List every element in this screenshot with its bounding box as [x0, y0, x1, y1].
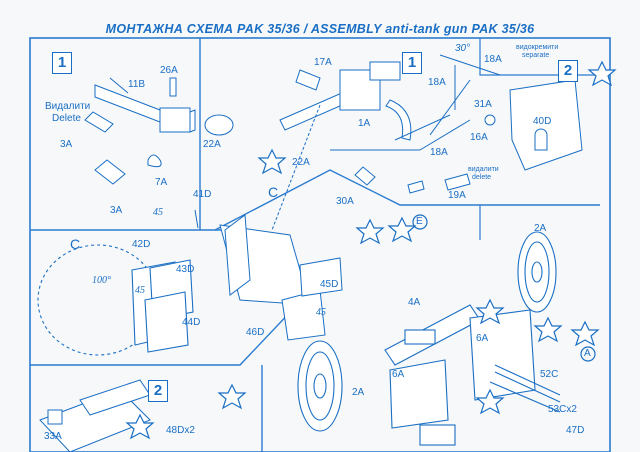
part-label: 2A [352, 387, 365, 398]
part-label: 18A [484, 54, 502, 65]
step-badge-e: E [416, 216, 423, 227]
part-label: 47D [566, 425, 585, 436]
part-label: 18A [428, 77, 446, 88]
angle-label: 45 [135, 285, 145, 296]
part-label: 4A [408, 297, 421, 308]
separate-label-en: separate [522, 52, 550, 59]
remove-label-ua: Видалити [45, 101, 91, 112]
step-box: 1 [52, 52, 72, 74]
remove-label-en: delete [472, 174, 492, 181]
step-box: 2 [558, 60, 578, 82]
detail-c-label: C [70, 236, 81, 252]
part-label: 3A [110, 205, 123, 216]
part-label: 48Dx2 [166, 425, 195, 436]
part-label: 22A [292, 157, 310, 168]
part-label: 1A [358, 118, 371, 129]
detail-c-pointer: C [268, 184, 279, 200]
part-label: 11B [128, 79, 146, 90]
angle-label: 100° [92, 275, 111, 286]
part-label: 22A [203, 139, 221, 150]
part-label: 30A [336, 196, 354, 207]
part-label: 45D [320, 279, 339, 290]
part-label: 17A [314, 57, 332, 68]
separate-label-ua: видокремити [516, 44, 559, 51]
page-title: МОНТАЖНА СХЕМА PAK 35/36 / ASSEMBLY anti… [105, 22, 535, 36]
remove-label-ua: видалити [468, 166, 499, 173]
part-label: 6A [476, 333, 489, 344]
part-label: 43D [176, 264, 195, 275]
part-label: 19A [448, 190, 466, 201]
part-label: 26A [160, 65, 178, 76]
part-label: 44D [182, 317, 201, 328]
part-label: 18A [430, 147, 448, 158]
step-badge-a: A [584, 348, 591, 359]
part-label: 31A [474, 99, 492, 110]
part-label: 52C [540, 369, 559, 380]
angle-label: 45 [153, 207, 163, 218]
step-box: 1 [402, 52, 422, 74]
part-label: 46D [246, 327, 265, 338]
part-label: 41D [193, 189, 212, 200]
part-label: 7A [155, 177, 168, 188]
part-label: 33A [44, 431, 62, 442]
part-label: 2A [534, 223, 547, 234]
remove-label-en: Delete [52, 113, 81, 124]
part-label: 16A [470, 132, 488, 143]
part-label: 40D [533, 116, 552, 127]
part-label: 3A [60, 139, 73, 150]
part-label: 53Cx2 [548, 404, 577, 415]
step-box: 2 [148, 380, 168, 402]
part-label: 42D [132, 239, 151, 250]
angle-label: 45 [316, 307, 326, 318]
part-label: 6A [392, 369, 405, 380]
angle-label: 30° [455, 43, 471, 54]
